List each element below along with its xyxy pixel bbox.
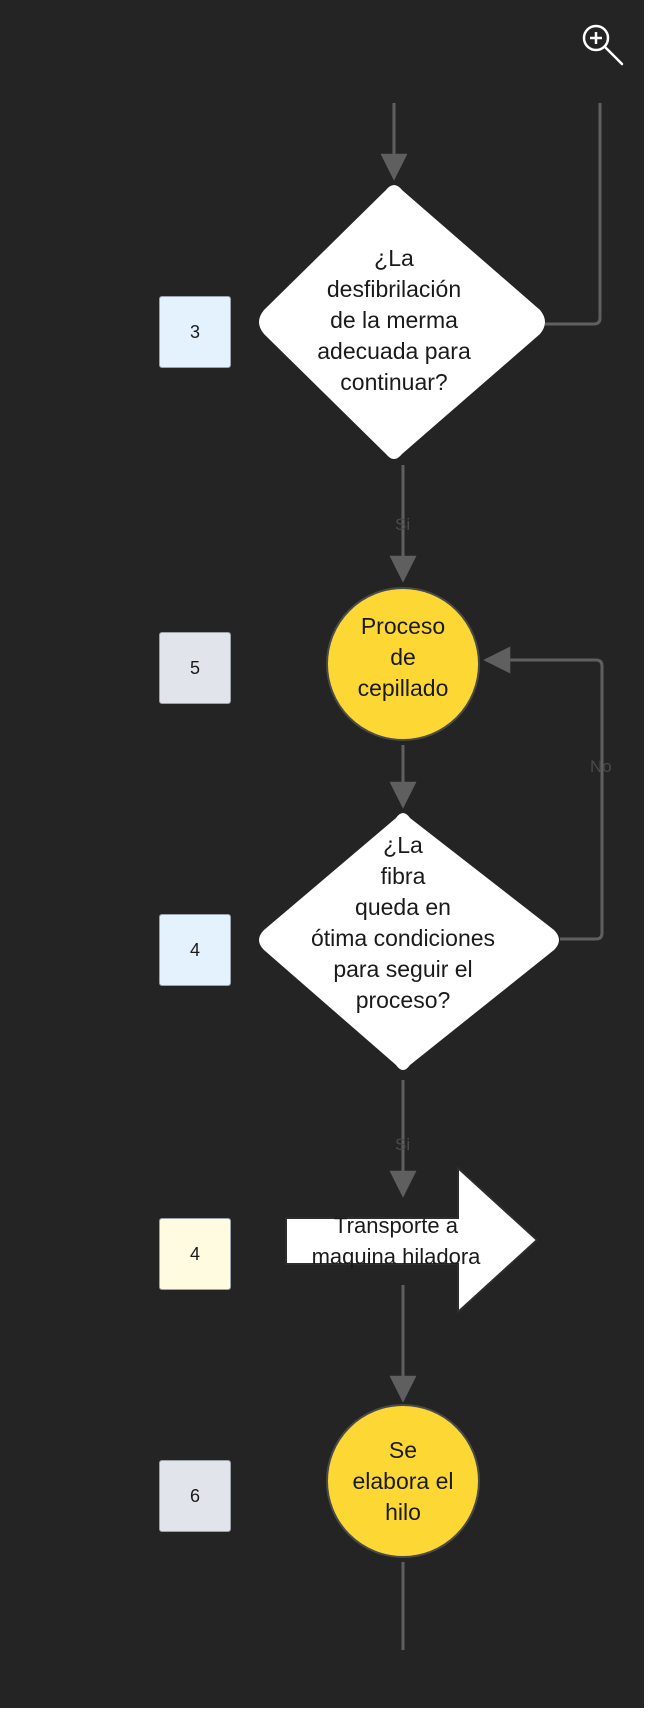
- edge-label-yes-1: Si: [395, 515, 411, 534]
- process-circle-1: [326, 587, 480, 741]
- decision-diamond-1: [259, 185, 545, 459]
- transport-arrow-shape: [285, 1165, 539, 1315]
- connector-right-loop-1: [545, 103, 602, 326]
- process-1-label: Proceso de cepillado: [357, 613, 449, 701]
- step-badge-5: 6: [159, 1460, 231, 1532]
- step-badge-1: 3: [159, 296, 231, 368]
- edge-label-yes-2: Si: [395, 1135, 411, 1154]
- step-badge-2: 5: [159, 632, 231, 704]
- process-circle-2: [326, 1404, 480, 1558]
- transport-label: Transporte a maquina hiladora: [311, 1213, 481, 1269]
- decision-1-label: ¿La desfibrilación de la merma adecuada …: [317, 245, 471, 395]
- decision-diamond-2: [259, 813, 559, 1070]
- step-badge-4: 4: [159, 1218, 231, 1290]
- step-badge-3: 4: [159, 914, 231, 986]
- zoom-in-icon[interactable]: [578, 20, 628, 70]
- process-2-label: Se elabora el hilo: [352, 1437, 454, 1525]
- edge-label-no-1: No: [590, 757, 612, 776]
- connector-no-loop: [483, 646, 604, 941]
- decision-2-label: ¿La fibra queda en ótima condiciones par…: [310, 832, 496, 1013]
